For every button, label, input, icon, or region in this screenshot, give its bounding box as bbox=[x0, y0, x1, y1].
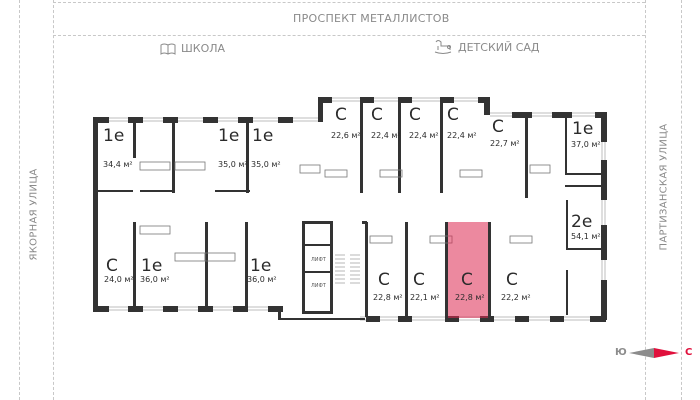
unit-area: 22,1 м² bbox=[410, 293, 440, 302]
apartment-unit[interactable]: 1е 34,4 м² bbox=[98, 123, 133, 190]
apartment-unit[interactable]: С 22,4 м² bbox=[443, 103, 484, 163]
apartment-unit[interactable]: С 22,4 м² bbox=[401, 103, 440, 163]
unit-area: 36,0 м² bbox=[140, 275, 170, 284]
apartment-unit[interactable]: 1е 35,0 м² bbox=[249, 123, 286, 190]
unit-type: 1е bbox=[218, 126, 240, 146]
unit-type: С bbox=[378, 270, 390, 290]
apartment-unit[interactable]: 2е 54,1 м² bbox=[568, 200, 601, 248]
poi-school: ШКОЛА bbox=[160, 42, 225, 55]
apartment-unit[interactable]: С 22,4 м² bbox=[363, 103, 401, 163]
apartment-unit[interactable]: С 22,8 м² bbox=[368, 222, 405, 316]
unit-type: С bbox=[409, 105, 421, 125]
unit-area: 24,0 м² bbox=[104, 275, 134, 284]
unit-type: С bbox=[506, 270, 518, 290]
book-icon bbox=[160, 43, 176, 55]
unit-type: С bbox=[492, 117, 504, 137]
street-top: ПРОСПЕКТ МЕТАЛЛИСТОВ bbox=[293, 12, 450, 25]
unit-type: С bbox=[447, 105, 459, 125]
compass-south-label: Ю bbox=[615, 347, 627, 358]
right-boundary-inner bbox=[645, 0, 646, 400]
unit-type: 1е bbox=[572, 119, 594, 139]
apartment-unit[interactable]: 1е 36,0 м² bbox=[245, 222, 280, 306]
apartment-unit[interactable]: С 22,6 м² bbox=[323, 103, 361, 163]
unit-area: 22,8 м² bbox=[455, 293, 485, 302]
lift-label: ЛИФТ bbox=[311, 283, 326, 289]
apartment-unit[interactable]: С 24,0 м² bbox=[98, 222, 134, 306]
unit-area: 37,0 м² bbox=[571, 140, 601, 149]
unit-area: 22,2 м² bbox=[501, 293, 531, 302]
poi-school-label: ШКОЛА bbox=[181, 42, 226, 55]
apartment-unit[interactable]: С 22,1 м² bbox=[408, 222, 445, 316]
poi-kindergarten-label: ДЕТСКИЙ САД bbox=[458, 40, 540, 54]
unit-type: 1е bbox=[141, 256, 163, 276]
lift-label: ЛИФТ bbox=[311, 257, 326, 263]
unit-type: С bbox=[106, 256, 118, 276]
apartment-unit[interactable]: С 22,7 м² bbox=[484, 117, 525, 162]
unit-area: 22,4 м² bbox=[409, 131, 439, 140]
unit-area: 34,4 м² bbox=[103, 160, 133, 169]
unit-type: 1е bbox=[250, 256, 272, 276]
unit-area: 36,0 м² bbox=[247, 275, 277, 284]
apartment-unit[interactable]: С 22,2 м² bbox=[491, 222, 531, 316]
unit-type: С bbox=[413, 270, 425, 290]
unit-type: 1е bbox=[103, 126, 125, 146]
unit-area: 35,0 м² bbox=[218, 160, 248, 169]
left-boundary-inner bbox=[53, 0, 54, 400]
unit-area: 35,0 м² bbox=[251, 160, 281, 169]
unit-type: С bbox=[371, 105, 383, 125]
poi-kindergarten: ДЕТСКИЙ САД bbox=[433, 39, 540, 55]
unit-area: 22,6 м² bbox=[331, 131, 361, 140]
unit-area: 22,4 м² bbox=[447, 131, 477, 140]
top-boundary-outer bbox=[53, 2, 645, 3]
apartment-unit-selected[interactable]: С 22,8 м² bbox=[448, 222, 488, 318]
apartment-unit[interactable]: 1е 35,0 м² bbox=[213, 123, 248, 190]
unit-type: 2е bbox=[571, 212, 593, 232]
compass-arrow-icon bbox=[629, 348, 679, 358]
apartment-unit[interactable]: 1е 37,0 м² bbox=[567, 118, 601, 173]
unit-area: 22,8 м² bbox=[373, 293, 403, 302]
compass: Ю С bbox=[615, 343, 695, 363]
unit-type: С bbox=[461, 270, 473, 290]
apartment-unit[interactable]: 1е 36,0 м² bbox=[136, 222, 173, 306]
unit-area: 22,7 м² bbox=[490, 139, 520, 148]
unit-type: 1е bbox=[252, 126, 274, 146]
top-boundary-inner bbox=[53, 35, 645, 36]
unit-area: 54,1 м² bbox=[571, 232, 601, 241]
right-boundary-outer bbox=[681, 0, 682, 400]
unit-area: 22,4 м² bbox=[371, 131, 401, 140]
unit-type: С bbox=[335, 105, 347, 125]
rocking-horse-icon bbox=[434, 40, 452, 54]
compass-north-label: С bbox=[685, 347, 693, 358]
left-boundary-outer bbox=[19, 0, 20, 400]
